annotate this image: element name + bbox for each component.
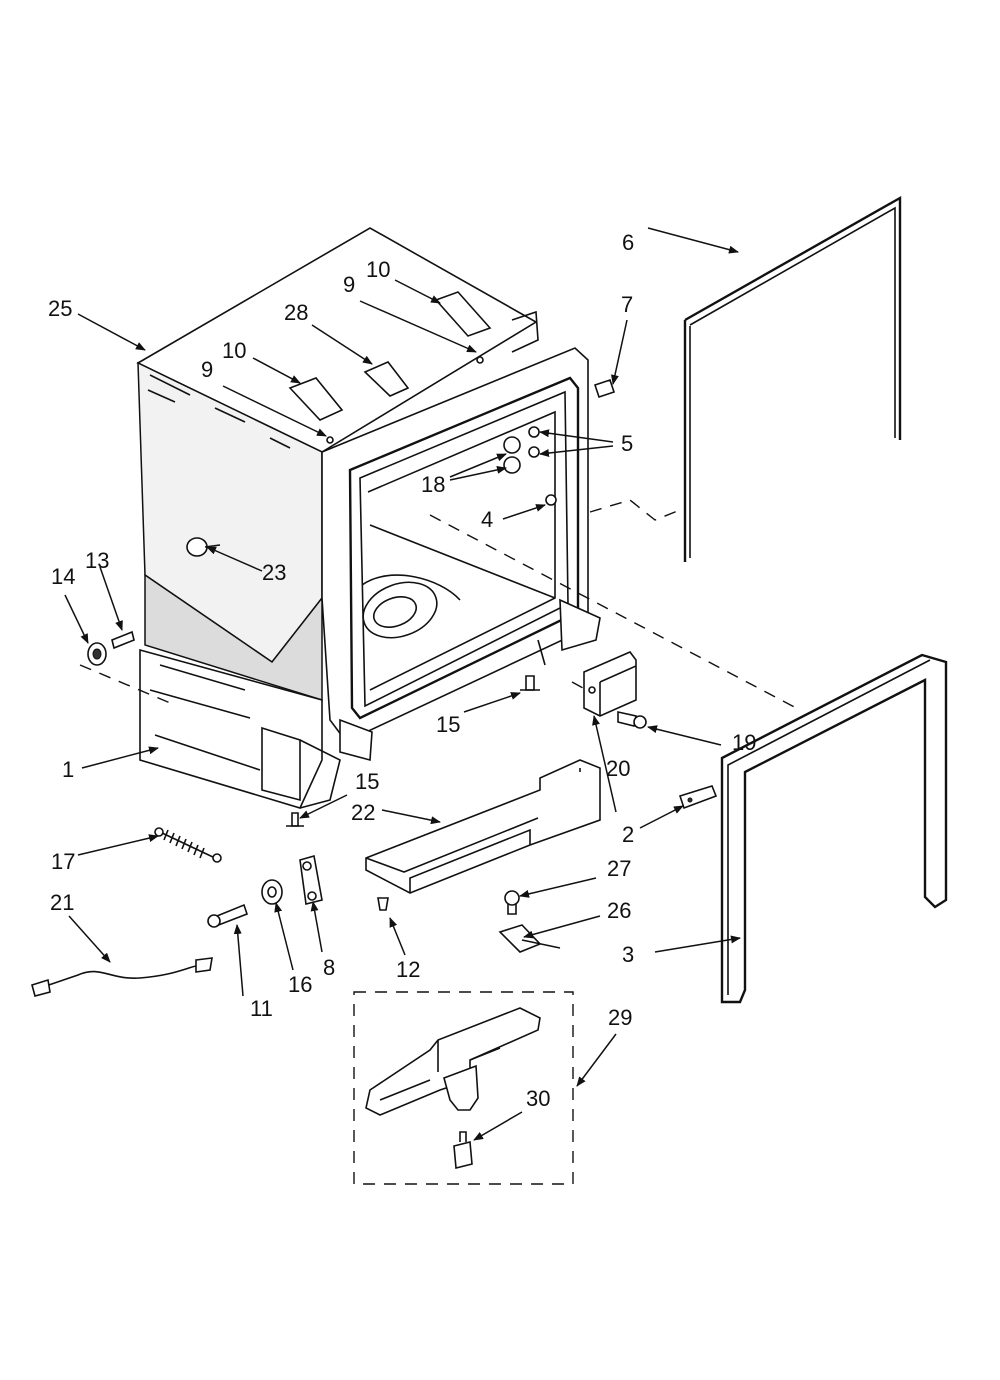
callout-6: 6 [622, 230, 634, 255]
gasket-top [683, 195, 902, 562]
callout-12: 12 [396, 957, 420, 982]
callout-21: 21 [50, 890, 74, 915]
callout-28: 28 [284, 300, 308, 325]
callout-25: 25 [48, 296, 72, 321]
part-29-assembly [365, 1007, 541, 1116]
callout-15-lower: 15 [355, 769, 379, 794]
callout-arrows [64, 227, 741, 1141]
callout-3: 3 [622, 942, 634, 967]
part-2-clip [678, 785, 718, 810]
part-21-cable [31, 957, 213, 997]
callout-labels: 1 2 3 4 5 6 7 8 9 9 10 10 11 12 13 14 15… [48, 230, 756, 1111]
tub-assembly [136, 227, 616, 809]
part-15-foot-lower [286, 812, 304, 827]
callout-4: 4 [481, 507, 493, 532]
callout-20: 20 [606, 756, 630, 781]
part-13-screw [111, 630, 135, 650]
part-17-spring [154, 827, 222, 863]
callout-22: 22 [351, 800, 375, 825]
part-26-bracket [498, 924, 561, 953]
callout-10-right: 10 [366, 257, 390, 282]
part-22-plate [365, 759, 601, 894]
callout-7: 7 [621, 292, 633, 317]
callout-15-upper: 15 [436, 712, 460, 737]
alignment-line-c [589, 499, 681, 521]
part-19-screw [617, 711, 647, 729]
callout-18: 18 [421, 472, 445, 497]
part-30-switch [453, 1131, 473, 1170]
callout-13: 13 [85, 548, 109, 573]
callout-2: 2 [622, 822, 634, 847]
alignment-line-a [79, 664, 176, 706]
callout-23: 23 [262, 560, 286, 585]
callout-26: 26 [607, 898, 631, 923]
alignment-line-b [429, 514, 801, 711]
callout-11: 11 [250, 996, 273, 1021]
callout-30: 30 [526, 1086, 550, 1111]
callout-19: 19 [732, 730, 756, 755]
part-29-assembly-box [353, 991, 574, 1185]
part-11-bolt [207, 903, 249, 928]
callout-9-left: 9 [201, 357, 213, 382]
callout-16: 16 [288, 972, 312, 997]
part-20-bracket [583, 651, 637, 717]
callout-17: 17 [51, 849, 75, 874]
part-8-link [299, 854, 323, 905]
part-12-screw [377, 897, 389, 911]
callout-29: 29 [608, 1005, 632, 1030]
callout-5: 5 [621, 431, 633, 456]
part-14-nut [87, 642, 107, 666]
callout-9-right: 9 [343, 272, 355, 297]
gasket-bottom [720, 653, 948, 1004]
callout-8: 8 [323, 955, 335, 980]
part-16-wheel [261, 879, 283, 905]
callout-1: 1 [62, 757, 74, 782]
callout-27: 27 [607, 856, 631, 881]
callout-14: 14 [51, 564, 75, 589]
callout-10-left: 10 [222, 338, 246, 363]
part-27-knob [504, 890, 520, 915]
